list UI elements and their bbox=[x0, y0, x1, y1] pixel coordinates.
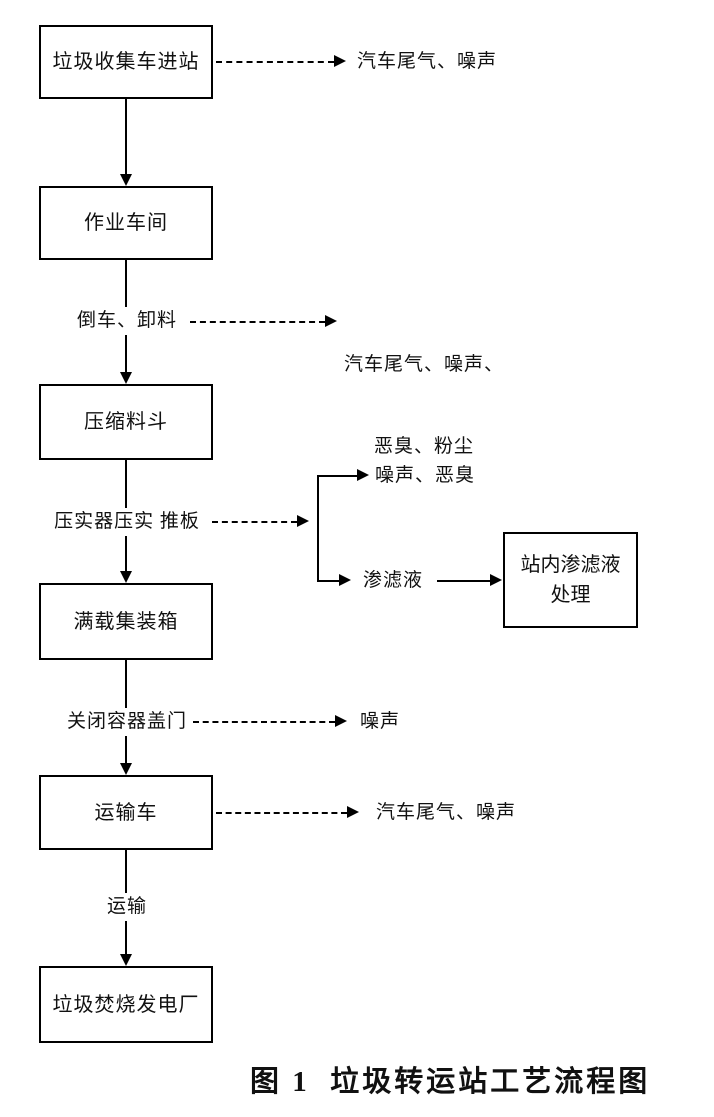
process-box-full-container: 满载集装箱 bbox=[39, 583, 213, 660]
process-box-label: 运输车 bbox=[94, 801, 158, 824]
step-label-reverse-unload: 倒车、卸料 bbox=[72, 307, 182, 335]
branch-top-line bbox=[317, 475, 357, 477]
connector-line-1 bbox=[125, 99, 127, 174]
dashed-arrow-1 bbox=[216, 61, 334, 63]
process-box-leachate-treatment: 站内渗滤液处理 bbox=[503, 532, 638, 628]
arrowhead-right-icon bbox=[325, 315, 337, 327]
emission-label-line1: 汽车尾气、噪声、 bbox=[344, 354, 505, 375]
process-box-label: 压缩料斗 bbox=[84, 411, 168, 433]
process-box-label: 垃圾收集车进站 bbox=[52, 51, 200, 73]
step-label-compact-push: 压实器压实 推板 bbox=[50, 508, 204, 536]
dashed-arrow-2 bbox=[190, 321, 325, 323]
arrowhead-right-icon bbox=[335, 715, 347, 727]
emission-label-noise-odor: 噪声、恶臭 bbox=[375, 465, 476, 486]
process-box-transport-vehicle: 运输车 bbox=[39, 775, 213, 850]
step-label-transport: 运输 bbox=[102, 893, 152, 921]
process-box-operation-workshop: 作业车间 bbox=[39, 186, 213, 260]
arrowhead-down-icon bbox=[120, 372, 132, 384]
dashed-arrow-4 bbox=[193, 721, 335, 723]
dashed-arrow-3 bbox=[212, 521, 297, 523]
leachate-to-treatment-line bbox=[437, 580, 490, 582]
process-box-garbage-truck-entry: 垃圾收集车进站 bbox=[39, 25, 213, 99]
arrowhead-right-icon bbox=[357, 469, 369, 481]
emission-label-exhaust-noise-odor-dust: 汽车尾气、噪声、 恶臭、粉尘 bbox=[344, 298, 504, 514]
emission-label-line2: 恶臭、粉尘 bbox=[374, 436, 475, 457]
process-box-label: 满载集装箱 bbox=[73, 610, 179, 633]
emission-label-noise: 噪声 bbox=[360, 711, 401, 732]
process-box-label: 站内渗滤液处理 bbox=[520, 554, 621, 606]
process-box-compression-hopper: 压缩料斗 bbox=[39, 384, 213, 460]
arrowhead-down-icon bbox=[120, 571, 132, 583]
emission-label-exhaust-noise-2: 汽车尾气、噪声 bbox=[376, 802, 517, 823]
arrowhead-right-icon bbox=[334, 55, 346, 67]
step-label-close-lid: 关闭容器盖门 bbox=[62, 708, 192, 736]
arrowhead-right-icon bbox=[490, 574, 502, 586]
dashed-arrow-5 bbox=[216, 812, 347, 814]
arrowhead-right-icon bbox=[347, 806, 359, 818]
process-box-label: 作业车间 bbox=[84, 212, 168, 234]
figure-caption: 图 1 垃圾转运站工艺流程图 bbox=[250, 1066, 651, 1098]
arrowhead-right-icon bbox=[339, 574, 351, 586]
arrowhead-down-icon bbox=[120, 174, 132, 186]
process-box-incineration-plant: 垃圾焚烧发电厂 bbox=[39, 966, 213, 1043]
arrowhead-right-icon bbox=[297, 515, 309, 527]
arrowhead-down-icon bbox=[120, 954, 132, 966]
emission-label-leachate: 渗滤液 bbox=[363, 570, 424, 591]
branch-bottom-line bbox=[317, 580, 339, 582]
branch-vertical-line bbox=[317, 476, 319, 582]
process-box-label: 垃圾焚烧发电厂 bbox=[52, 993, 200, 1016]
arrowhead-down-icon bbox=[120, 763, 132, 775]
emission-label-exhaust-noise-1: 汽车尾气、噪声 bbox=[357, 51, 498, 72]
